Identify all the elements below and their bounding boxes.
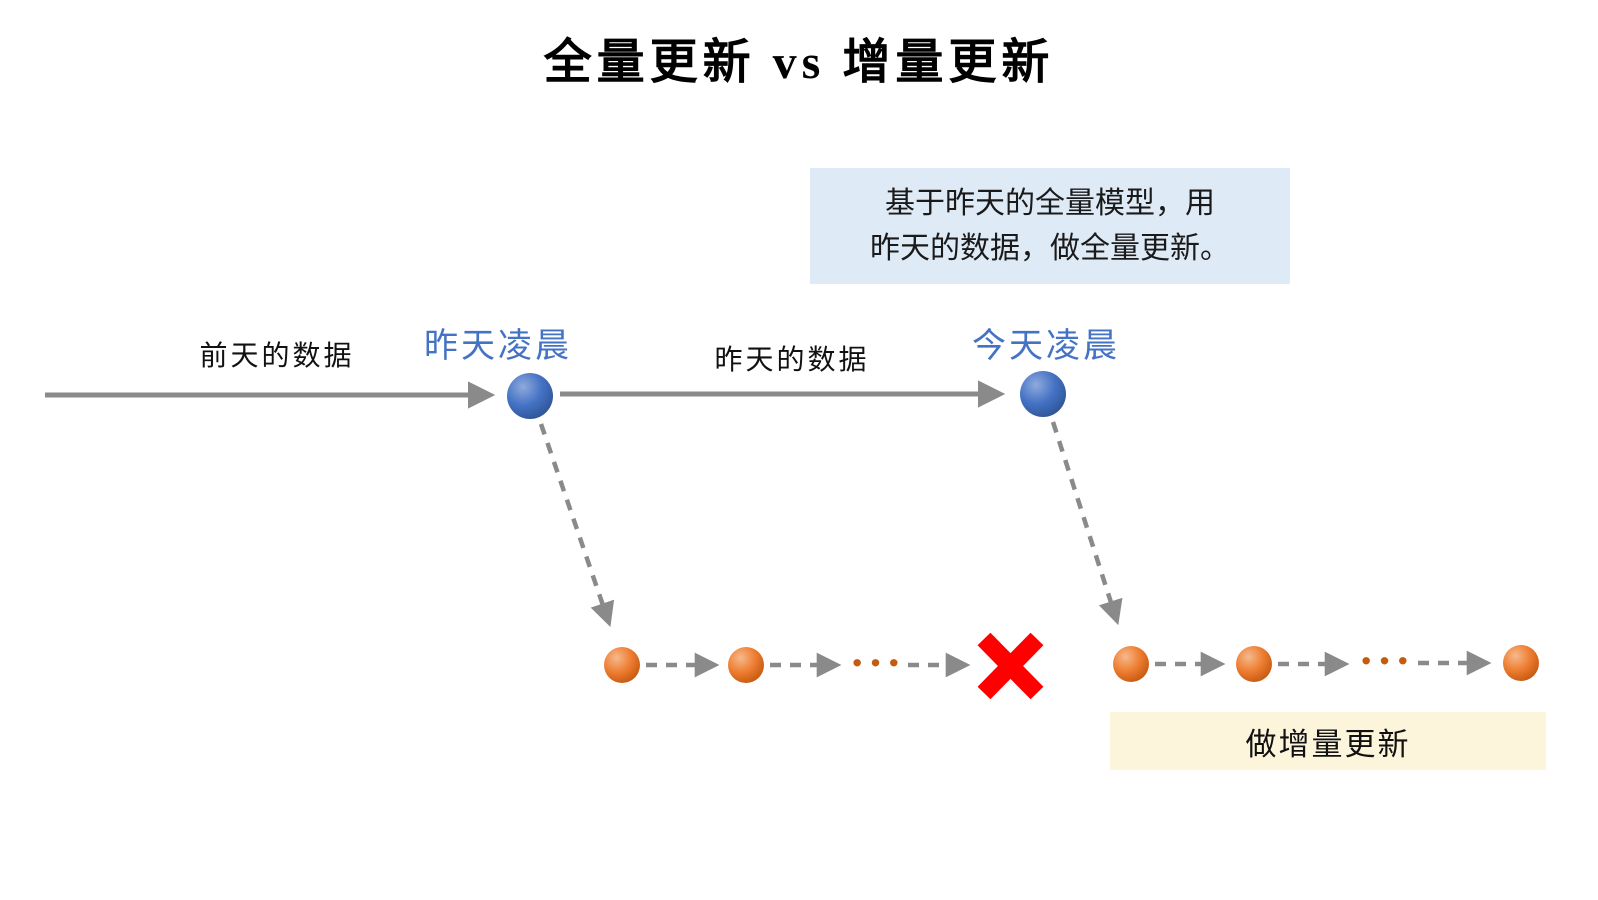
dashed-arrows — [538, 421, 1492, 678]
node-yesterday-midnight — [507, 373, 553, 419]
orange-node-right-3 — [1503, 645, 1539, 681]
orange-node-left-2 — [728, 647, 764, 683]
dashed-arrow-from-today-node — [1050, 421, 1123, 626]
orange-node-left-1 — [604, 647, 640, 683]
node-today-midnight — [1020, 371, 1066, 417]
red-cross-icon — [977, 632, 1044, 700]
orange-nodes — [604, 645, 1539, 683]
dashed-arrow-from-yesterday-node — [538, 423, 615, 628]
orange-node-right-2 — [1236, 646, 1272, 682]
timeline-arrows — [45, 380, 1006, 409]
orange-node-right-1 — [1113, 646, 1149, 682]
blue-nodes — [507, 371, 1066, 419]
